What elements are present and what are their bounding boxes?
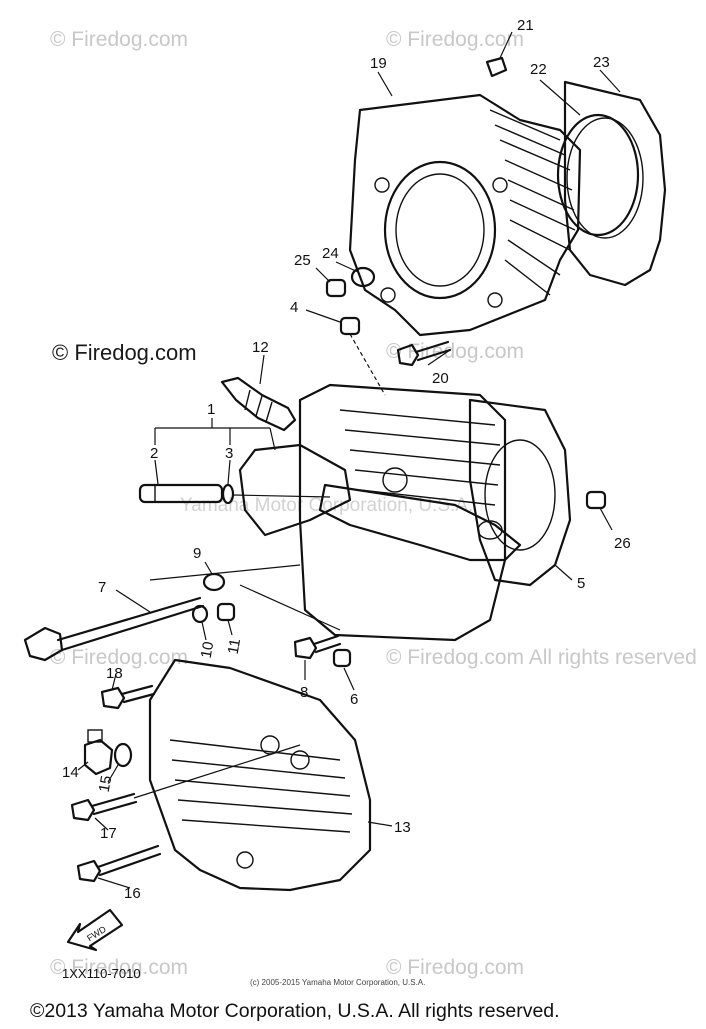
o-ring-small-part: [191, 604, 209, 624]
callout-16: 16: [124, 885, 141, 902]
callout-3: 3: [225, 445, 233, 462]
plug-14-part: [83, 729, 114, 776]
callout-21: 21: [517, 17, 534, 34]
manifold-gasket-part: [238, 443, 522, 562]
callout-24: 24: [322, 245, 339, 262]
bolt-18-part: [100, 684, 156, 710]
callout-26: 26: [614, 535, 631, 552]
circlip-part: [221, 483, 235, 505]
callout-labels: 1 2 3 4 5 6 7 8 9 10 11 12 13 14 15 16 1…: [62, 17, 631, 902]
watermark-lower-left: © Firedog.com: [50, 646, 189, 669]
watermark-bottom-right: © Firedog.com: [386, 956, 525, 979]
o-ring-part: [556, 113, 640, 237]
callout-23: 23: [593, 54, 610, 71]
head-gasket-part: [468, 398, 572, 587]
callout-14: 14: [62, 764, 79, 781]
bolt-17-part: [70, 792, 138, 822]
bolt-8-part: [293, 634, 342, 660]
bolt-20-part: [396, 340, 452, 367]
watermark-mid-left: © Firedog.com: [52, 340, 197, 365]
forward-arrow-icon: FWD: [66, 908, 124, 952]
leader-lines: [77, 31, 621, 889]
gasket-15-part: [113, 742, 133, 768]
callout-15: 15: [96, 774, 116, 793]
callout-25: 25: [294, 252, 311, 269]
cylinder-gasket-part: [563, 80, 667, 287]
dowel-6-part: [332, 648, 352, 668]
dowel-26-part: [585, 490, 607, 510]
diagram-code: 1XX110-7010: [62, 966, 141, 981]
watermark-mid-right: © Firedog.com: [386, 340, 525, 363]
callout-17: 17: [100, 825, 117, 842]
dowel-pin-part: [216, 602, 236, 622]
callout-13: 13: [394, 819, 411, 836]
cylinder-head-part: [298, 383, 507, 642]
callout-8: 8: [300, 684, 308, 701]
valve-guide-part: [138, 483, 224, 504]
head-cover-part: [148, 658, 372, 892]
seal-24-part: [350, 266, 376, 288]
callout-22: 22: [530, 61, 547, 78]
inner-copyright: (c) 2005-2015 Yamaha Motor Corporation, …: [250, 978, 426, 987]
washer-part: [202, 572, 226, 592]
bolt-16-part: [76, 844, 162, 883]
callout-5: 5: [577, 575, 585, 592]
callout-4: 4: [290, 299, 298, 316]
watermark-top-right: © Firedog.com: [386, 28, 525, 51]
watermark-lower-right: © Firedog.com All rights reserved: [386, 646, 697, 669]
watermark-mid-text: Yamaha Motor Corporation, U.S.A.: [180, 495, 474, 516]
watermark-top-left: © Firedog.com: [50, 28, 189, 51]
callout-11: 11: [225, 637, 244, 655]
callout-19: 19: [370, 55, 387, 72]
callout-20: 20: [432, 370, 449, 387]
callout-2: 2: [150, 445, 158, 462]
dowel-4-part: [339, 316, 361, 336]
spark-plug-part: [220, 376, 297, 432]
callout-12: 12: [252, 339, 269, 356]
callout-18: 18: [106, 665, 123, 682]
callout-7: 7: [98, 579, 106, 596]
callout-1: 1: [207, 401, 215, 418]
cap-21-part: [485, 56, 508, 78]
cylinder-part: [348, 93, 582, 337]
callout-9: 9: [193, 545, 201, 562]
long-bolt-part: [23, 596, 205, 662]
callout-10: 10: [198, 640, 218, 659]
watermark-bottom-left: © Firedog.com: [50, 956, 189, 979]
dowel-25-part: [325, 278, 347, 298]
callout-6: 6: [350, 691, 358, 708]
footer-copyright: ©2013 Yamaha Motor Corporation, U.S.A. A…: [30, 1000, 560, 1022]
